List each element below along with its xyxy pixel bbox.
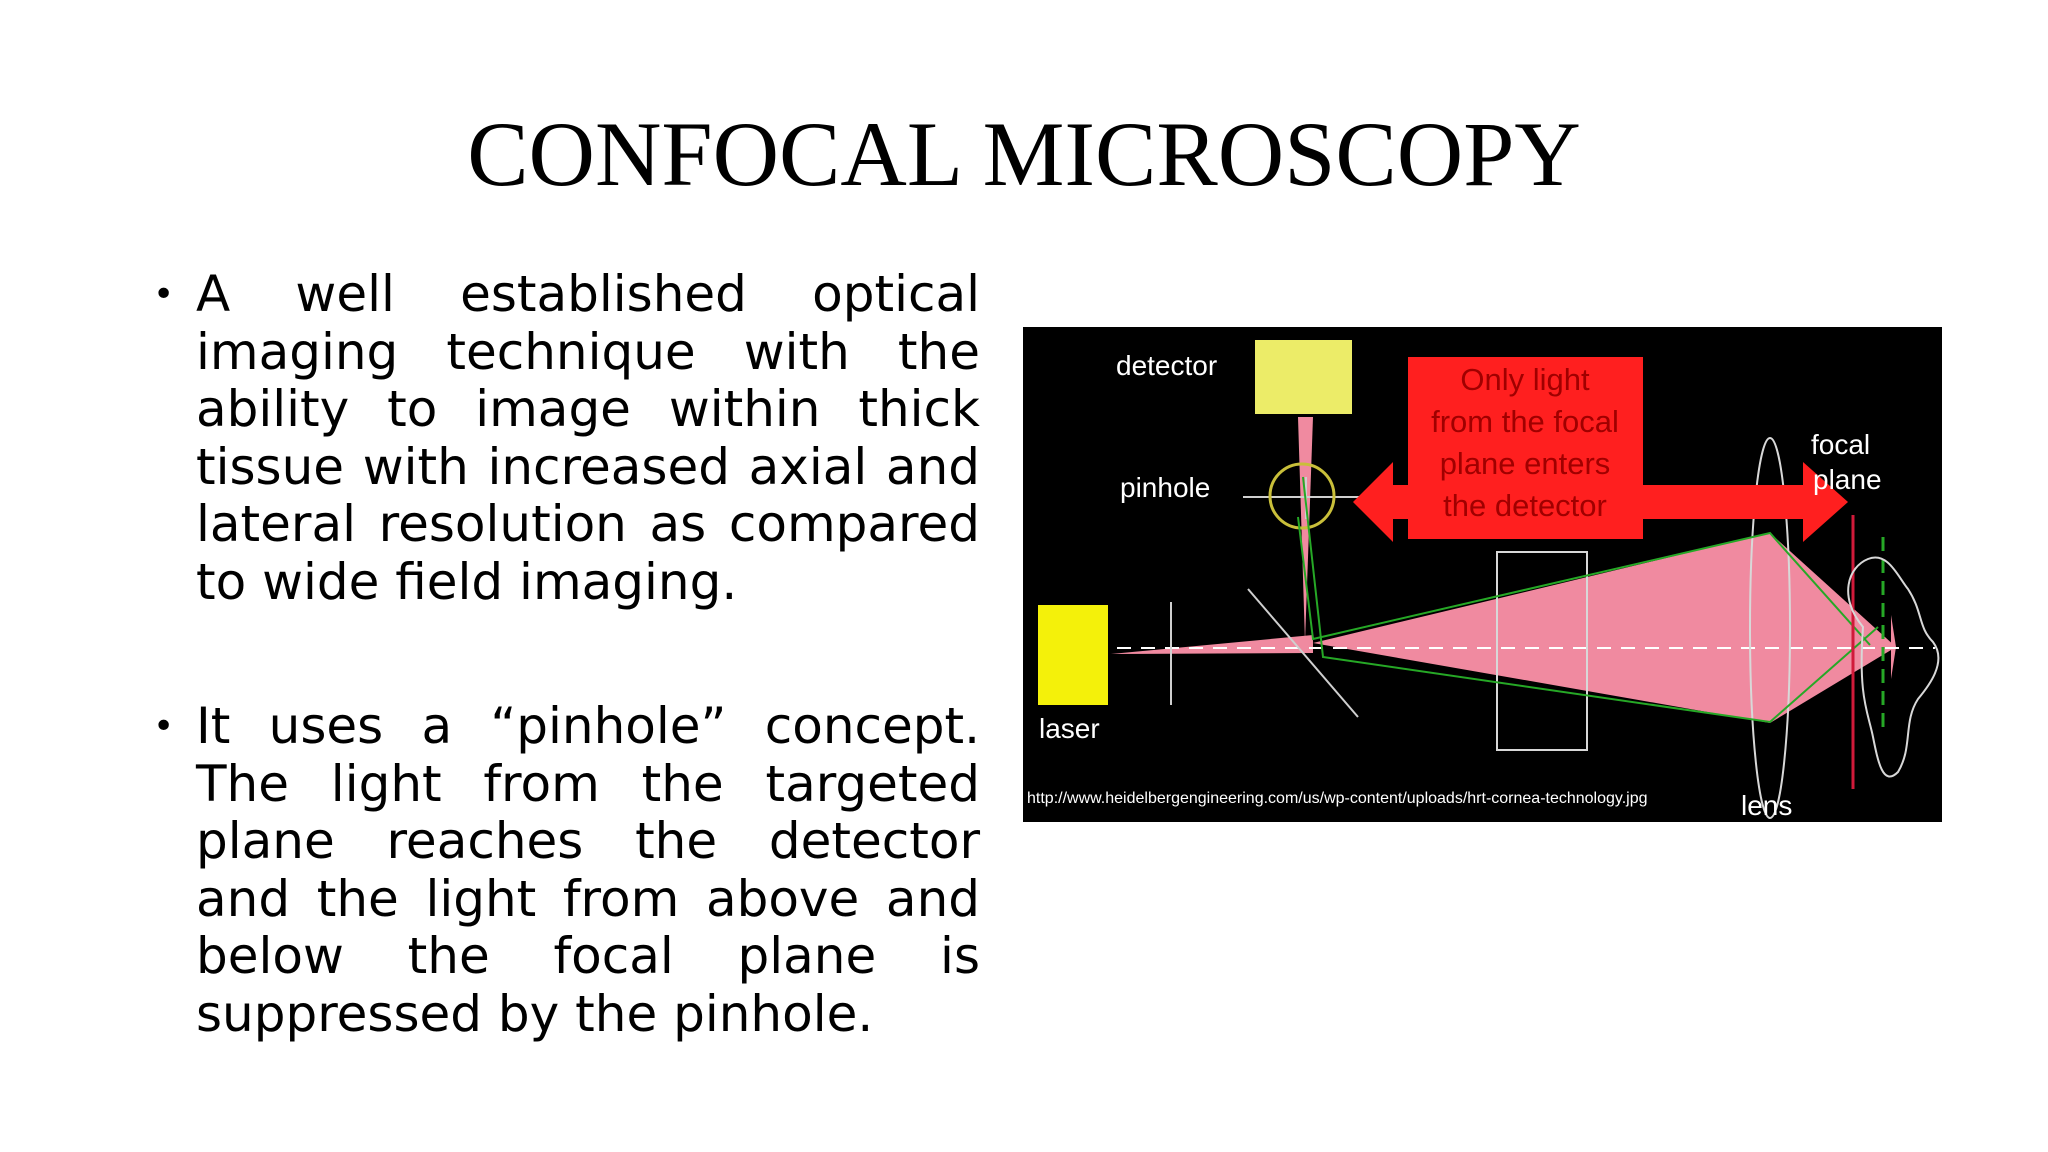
detector-label: detector xyxy=(1116,350,1217,381)
laser-label: laser xyxy=(1039,713,1100,744)
focal-plane-label-2: plane xyxy=(1813,464,1882,495)
lens-shape xyxy=(1749,437,1791,819)
pinhole-ring xyxy=(1268,462,1336,530)
bullet-marker: • xyxy=(153,706,175,747)
bullet-list: • A well established optical imaging tec… xyxy=(150,265,980,1043)
callout-box xyxy=(1408,357,1643,539)
callout-line-3: plane enters xyxy=(1440,446,1611,481)
diagram-svg: Only light from the focal plane enters t… xyxy=(1023,327,1942,822)
detector-box xyxy=(1255,340,1352,414)
focused-beam xyxy=(1770,533,1896,723)
sample-box xyxy=(1496,551,1588,751)
beamsplitter xyxy=(1247,588,1359,718)
green-ray-lower xyxy=(1302,476,1879,724)
bullet-item: • It uses a “pinhole” concept. The light… xyxy=(150,697,980,1043)
beam-cone xyxy=(1313,533,1770,723)
pinhole-label: pinhole xyxy=(1120,472,1210,503)
callout-line-4: the detector xyxy=(1443,488,1607,523)
detector-beam xyxy=(1298,417,1313,642)
callout-line-2: from the focal xyxy=(1431,404,1619,439)
tissue-outline xyxy=(1847,556,1940,778)
slide-title: CONFOCAL MICROSCOPY xyxy=(467,103,1581,205)
lens-label: lens xyxy=(1741,790,1792,821)
confocal-diagram: Only light from the focal plane enters t… xyxy=(1023,327,1942,822)
bullet-text: It uses a “pinhole” concept. The light f… xyxy=(196,697,980,1043)
callout-line-1: Only light xyxy=(1460,362,1590,397)
bullet-text: A well established optical imaging techn… xyxy=(196,265,980,611)
bullet-item: • A well established optical imaging tec… xyxy=(150,265,980,611)
laser-box xyxy=(1038,605,1108,705)
green-ray-upper xyxy=(1297,516,1871,646)
focal-plane-label-1: focal xyxy=(1811,429,1870,460)
laser-beam xyxy=(1111,635,1313,654)
bullet-marker: • xyxy=(153,274,175,315)
source-url: http://www.heidelbergengineering.com/us/… xyxy=(1027,790,1648,807)
